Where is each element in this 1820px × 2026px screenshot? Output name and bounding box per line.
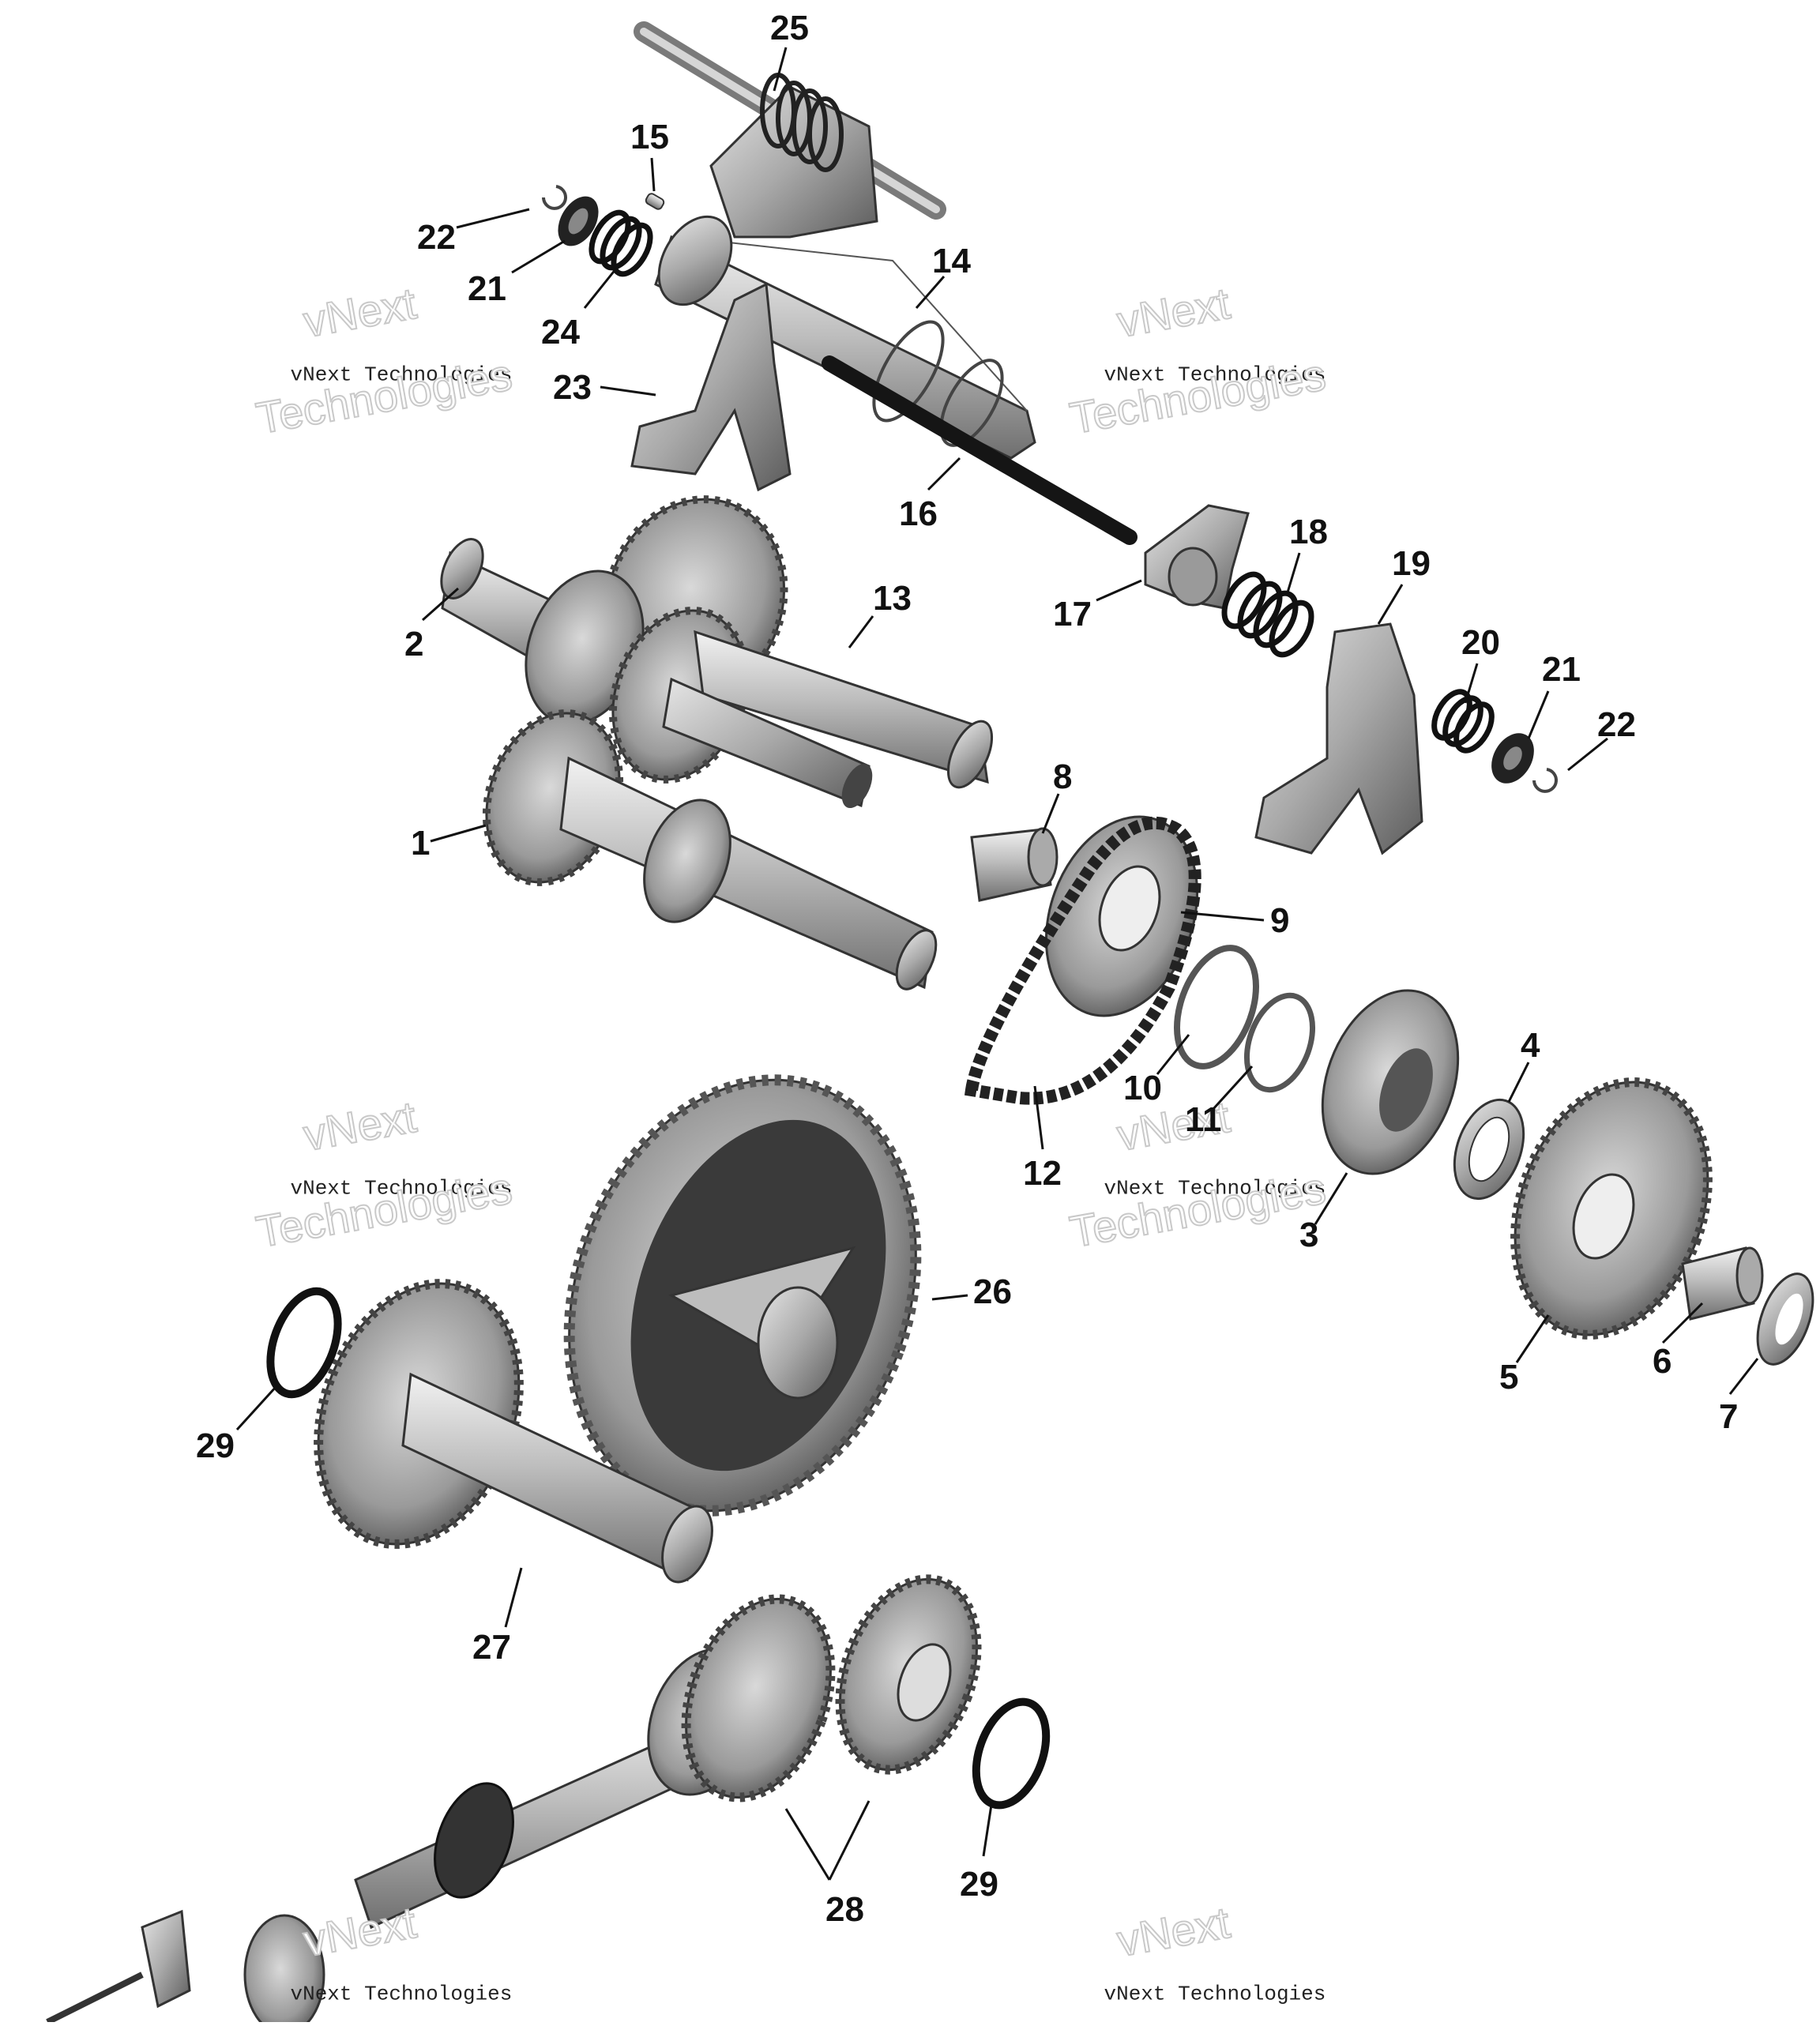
callout-15: 15 <box>630 118 669 156</box>
leader-lines <box>235 47 1759 1881</box>
svg-text:vNext Technologies: vNext Technologies <box>1104 1176 1326 1200</box>
callout-6: 6 <box>1653 1342 1671 1381</box>
callout-4: 4 <box>1521 1026 1540 1065</box>
svg-text:vNext Technologies: vNext Technologies <box>291 1176 513 1200</box>
callout-8: 8 <box>1053 757 1072 796</box>
circlip-22-upper <box>542 185 567 210</box>
callout-11: 11 <box>1185 1100 1222 1139</box>
callout-12: 12 <box>1023 1154 1062 1193</box>
callout-22b: 22 <box>1597 705 1636 744</box>
dog-clutch-3 <box>1321 989 1460 1175</box>
shaft-28 <box>354 1574 982 1930</box>
callout-2: 2 <box>404 625 423 663</box>
shift-shaft-25 <box>634 21 946 239</box>
callout-18: 18 <box>1289 513 1328 551</box>
sprocket-9 <box>1044 815 1199 1017</box>
chain-12 <box>964 816 1201 1105</box>
callout-3: 3 <box>1299 1216 1318 1254</box>
pin-15 <box>645 193 665 210</box>
callout-labels: 25 15 22 21 24 14 23 16 18 19 17 20 21 2… <box>196 9 1738 1929</box>
callout-1: 1 <box>411 824 430 863</box>
callout-23: 23 <box>553 368 592 407</box>
washer-21-upper <box>558 196 599 246</box>
svg-text:vNext Technologies: vNext Technologies <box>291 1982 513 2005</box>
callout-29: 29 <box>196 1426 235 1465</box>
svg-text:vNext Technologies: vNext Technologies <box>291 363 513 386</box>
circlip-11 <box>1243 992 1316 1093</box>
callout-19: 19 <box>1392 544 1431 583</box>
washer-7 <box>1756 1272 1814 1366</box>
shift-fork-17 <box>1144 504 1250 610</box>
ring-10 <box>1174 945 1259 1069</box>
seal-29-upper <box>266 1287 342 1399</box>
callout-21b: 21 <box>1542 650 1581 689</box>
svg-text:vNext Technologies: vNext Technologies <box>1104 363 1326 386</box>
svg-text:vNext Technologies: vNext Technologies <box>1104 1982 1326 2005</box>
shaft-13 <box>662 630 994 809</box>
callout-27: 27 <box>472 1628 511 1667</box>
bushing-8 <box>970 827 1059 902</box>
washer-4 <box>1453 1098 1525 1201</box>
svg-text:vNext: vNext <box>300 278 420 347</box>
callout-10: 10 <box>1123 1069 1162 1107</box>
callout-24: 24 <box>541 313 580 351</box>
watermark-3: vNext vNext Technologies Technologies <box>252 1091 517 1257</box>
callout-29b: 29 <box>960 1865 998 1904</box>
callout-9: 9 <box>1270 901 1289 940</box>
ring-gear-26 <box>563 1074 922 1517</box>
spring-20 <box>1431 689 1495 754</box>
watermark-2: vNext vNext Technologies Technologies <box>1066 277 1330 444</box>
spring-18 <box>1221 571 1314 658</box>
callout-16: 16 <box>899 494 938 533</box>
callout-25: 25 <box>770 9 809 47</box>
shift-fork-23 <box>630 282 792 492</box>
callout-5: 5 <box>1499 1358 1518 1396</box>
shift-rod-16 <box>822 355 1138 545</box>
washer-21-lower <box>1491 733 1534 784</box>
svg-text:vNext: vNext <box>1114 278 1234 347</box>
shift-fork-19 <box>1254 622 1423 855</box>
watermark-6: vNext vNext Technologies <box>1104 1896 1326 2006</box>
callout-20: 20 <box>1461 623 1500 662</box>
seal-29-lower <box>972 1697 1051 1810</box>
gear-5 <box>1510 1077 1713 1340</box>
watermark-5: vNext vNext Technologies <box>291 1896 513 2006</box>
gear-27 <box>314 1279 713 1584</box>
bushing-6 <box>1681 1246 1764 1321</box>
circlip-22-lower <box>1532 768 1558 793</box>
svg-text:vNext: vNext <box>300 1092 420 1160</box>
fork-bottom-left <box>46 1909 325 2026</box>
callout-14: 14 <box>932 242 971 280</box>
callout-17: 17 <box>1053 595 1092 633</box>
callout-26: 26 <box>973 1272 1012 1311</box>
svg-text:vNext: vNext <box>1114 1897 1234 1966</box>
input-shaft-1 <box>482 709 938 990</box>
callout-28: 28 <box>825 1890 864 1929</box>
spring-24 <box>588 209 653 277</box>
callout-13: 13 <box>873 579 912 618</box>
callout-21: 21 <box>468 269 506 308</box>
svg-text:vNext: vNext <box>300 1897 420 1966</box>
callout-7: 7 <box>1719 1397 1738 1436</box>
callout-22: 22 <box>417 218 456 257</box>
